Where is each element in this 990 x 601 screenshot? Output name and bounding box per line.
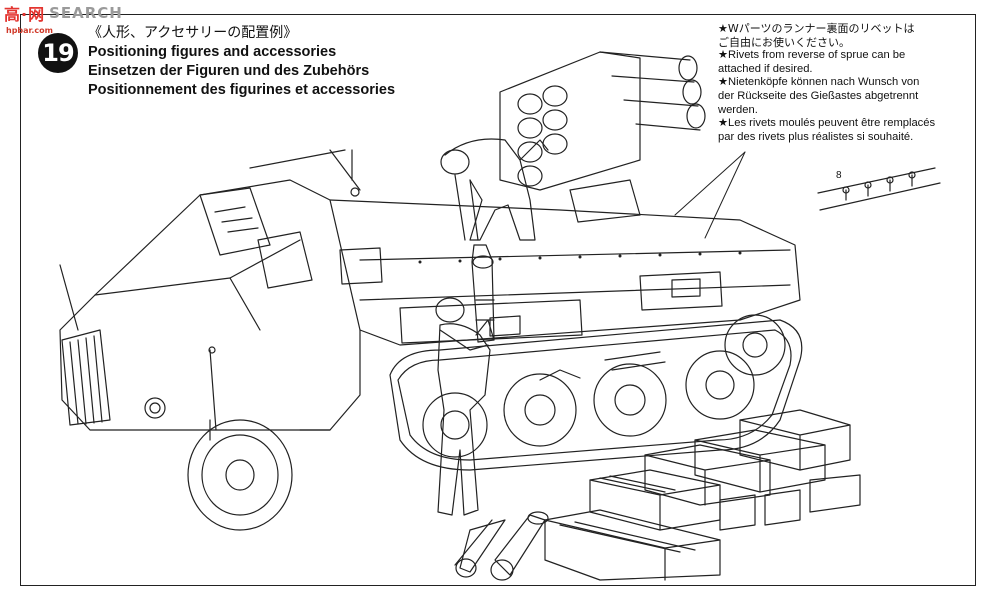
step-title-de: Einsetzen der Figuren und des Zubehörs	[88, 63, 370, 79]
note-fr-1: ★Les rivets moulés peuvent être remplacé…	[718, 117, 936, 130]
rocket-launcher-rack	[499, 51, 706, 223]
rivet-leader-lines	[674, 151, 746, 239]
note-de-1: ★Nietenköpfe können nach Wunsch von	[718, 76, 920, 89]
ammunition-crates	[544, 409, 861, 581]
note-jp-2: ご自由にお使いください。	[718, 35, 850, 49]
watermark-logo: 高·网	[4, 5, 46, 24]
page-frame	[20, 14, 976, 586]
sprue-label: 8	[836, 170, 842, 181]
step-titles: 《人形、アクセサリーの配置例》 Positioning figures and …	[88, 24, 395, 100]
note-de-2: der Rückseite des Gießastes abgetrennt	[718, 89, 919, 102]
spare-rockets	[454, 511, 549, 581]
halftrack-body	[59, 149, 801, 431]
note-fr-2: par des rivets plus réalistes si souhait…	[718, 130, 914, 143]
watermark-search: SEARCH	[49, 4, 123, 22]
step-number-badge: 19	[38, 33, 78, 73]
watermark: 高·网 SEARCH	[4, 0, 123, 26]
step-title-fr: Positionnement des figurines et accessor…	[88, 82, 396, 98]
note-en-2: attached if desired.	[718, 62, 813, 75]
sprue-rivet-detail: 8	[817, 167, 941, 211]
note-de-3: werden.	[718, 103, 758, 116]
front-wheel	[187, 419, 331, 531]
figure-loader-top	[440, 138, 549, 241]
watermark-domain: hpbar.com	[6, 26, 53, 35]
track-assembly	[389, 314, 803, 471]
step-title-en: Positioning figures and accessories	[88, 44, 337, 60]
note-jp-1: ★Wパーツのランナー裏面のリベットは	[718, 22, 915, 35]
rivet-notes: ★Wパーツのランナー裏面のリベットは ご自由にお使いください。 ★Rivets …	[718, 22, 968, 144]
step-title-jp: 《人形、アクセサリーの配置例》	[88, 25, 298, 41]
note-en-1: ★Rivets from reverse of sprue can be	[718, 49, 906, 62]
figure-loader-standing	[435, 297, 495, 516]
